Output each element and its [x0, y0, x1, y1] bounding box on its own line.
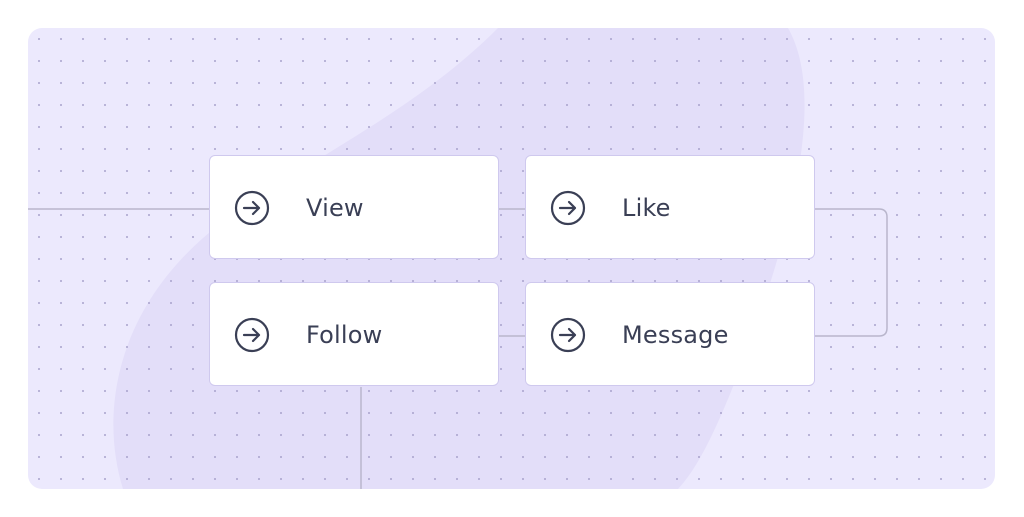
action-card-like[interactable]: Like	[525, 155, 815, 259]
arrow-right-circle-icon	[550, 190, 586, 226]
arrow-right-circle-icon	[234, 317, 270, 353]
connector-like-message-loop	[815, 208, 888, 337]
action-card-message[interactable]: Message	[525, 282, 815, 386]
dot-grid	[28, 28, 995, 489]
action-card-follow[interactable]: Follow	[209, 282, 499, 386]
arrow-right-circle-icon	[550, 317, 586, 353]
action-label-like: Like	[622, 194, 671, 222]
action-label-follow: Follow	[306, 321, 383, 349]
action-label-view: View	[306, 194, 364, 222]
diagram-panel: View Like Follow Message	[28, 28, 995, 489]
action-label-message: Message	[622, 321, 729, 349]
action-card-view[interactable]: View	[209, 155, 499, 259]
panel-background	[28, 28, 995, 489]
arrow-right-circle-icon	[234, 190, 270, 226]
